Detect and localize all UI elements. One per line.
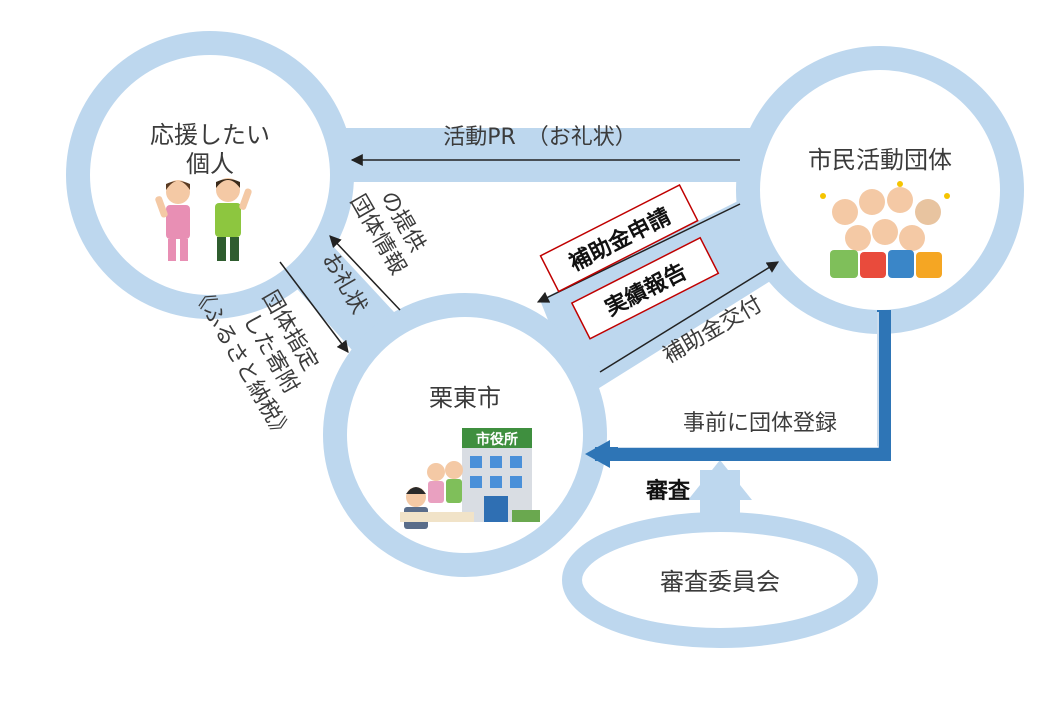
activity-pr-label: 活動PR （お礼状）: [443, 125, 637, 150]
committee-label: 審査委員会: [660, 568, 780, 596]
review-arrow: 審査: [645, 460, 752, 530]
individual-ring: [66, 31, 354, 319]
donation-arrow: [279, 261, 349, 353]
city-hall-sign: 市役所: [476, 431, 518, 448]
group-label: 市民活動団体: [808, 146, 952, 174]
node-individual: 応援したい 個人: [66, 31, 354, 319]
band-top: [300, 128, 770, 182]
group-info-arrow: [329, 235, 401, 311]
city-label: 栗東市: [429, 384, 501, 412]
individual-label-1: 応援したい: [150, 121, 270, 149]
group-crowd-icon: [820, 181, 950, 278]
group-info-text: 団体情報 の提供: [345, 187, 430, 279]
individual-label-2: 個人: [186, 150, 234, 178]
node-city: 栗東市 市役所: [323, 293, 607, 577]
review-label: 審査: [645, 478, 691, 504]
group-ring: [736, 46, 1024, 334]
two-people-icon: [155, 178, 252, 261]
grant-arrow: [599, 261, 780, 373]
pre-registration-label: 事前に団体登録: [683, 411, 837, 436]
registration-arrow: 事前に団体登録: [585, 310, 891, 468]
node-committee: 審査委員会: [562, 512, 878, 648]
city-hall-icon: 市役所: [400, 428, 540, 529]
city-group-flows: 補助金申請 実績報告 補助金交付: [536, 183, 780, 373]
activity-pr-flow: 活動PR （お礼状）: [350, 125, 740, 166]
node-group: 市民活動団体: [736, 46, 1024, 334]
